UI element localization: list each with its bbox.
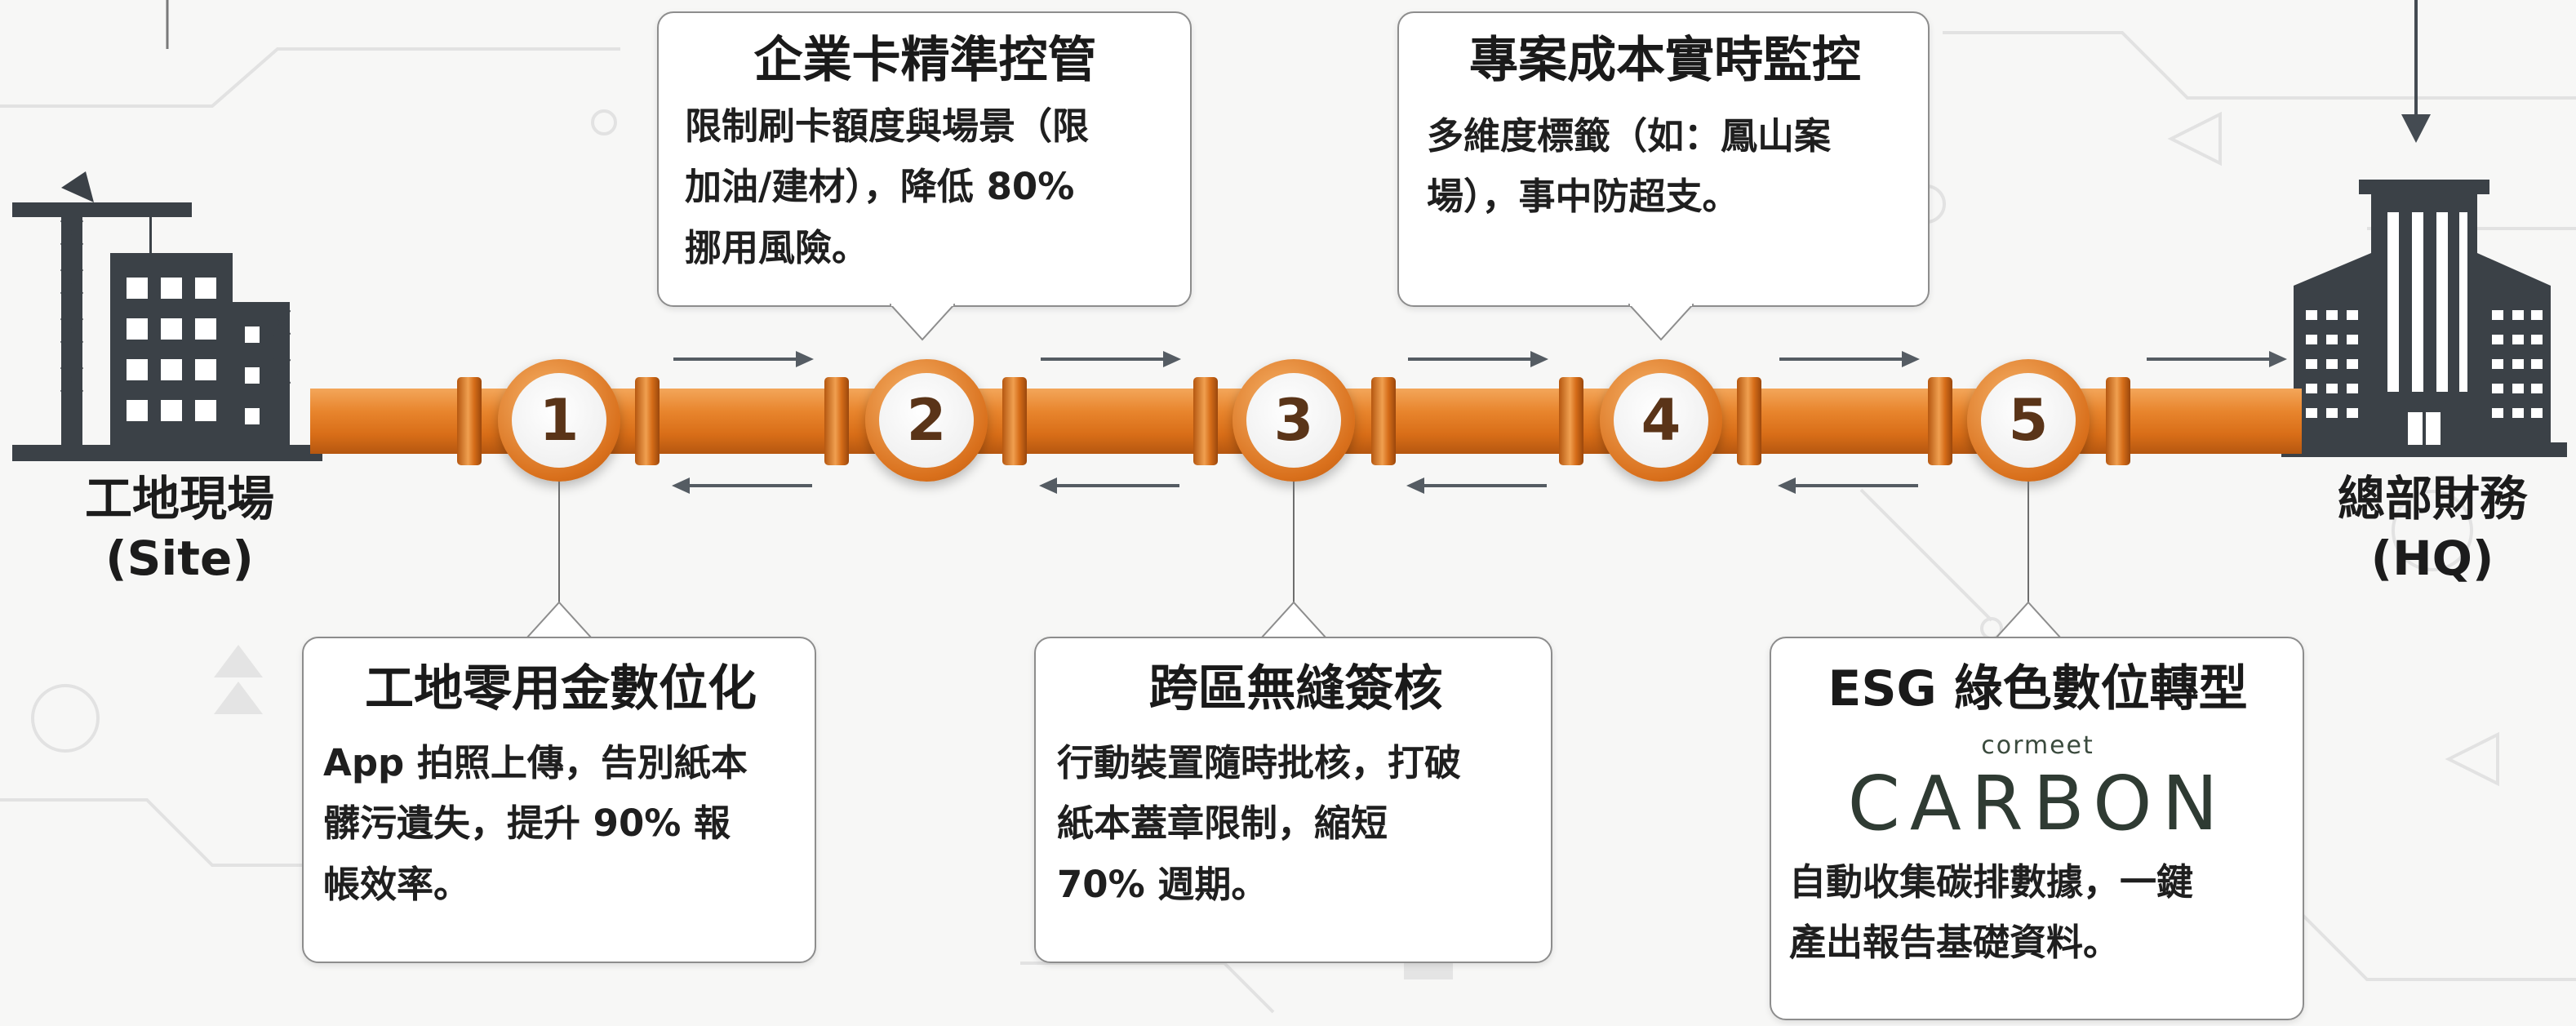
card-line: 限制刷卡額度與場景（限 <box>685 104 1090 148</box>
card-pointer <box>526 601 592 639</box>
connector-line <box>1293 482 1295 604</box>
card-line: 紙本蓋章限制，縮短 <box>1057 802 1388 846</box>
step-2-node: 2 <box>865 359 988 482</box>
card-title: ESG 綠色數位轉型 <box>1828 660 2248 717</box>
card-line: 加油/建材），降低 80% <box>685 165 1075 209</box>
connector-line <box>2027 482 2029 604</box>
pipe-flange <box>1002 377 1027 465</box>
card-line: 多維度標籤（如：鳳山案 <box>1427 114 1832 158</box>
flow-arrow-right <box>1779 351 1920 367</box>
card-title: 工地零用金數位化 <box>365 660 757 717</box>
flow-arrow-left <box>672 477 812 494</box>
pipe-flange <box>1559 377 1583 465</box>
card-description: 自動收集碳排數據，一鍵 產出報告基礎資料。 <box>1789 852 2286 974</box>
card-title: 企業卡精準控管 <box>753 32 1097 89</box>
connector-line <box>558 482 560 604</box>
card-line: 產出報告基礎資料。 <box>1789 921 2121 965</box>
flow-arrow-left <box>1039 477 1179 494</box>
step-4-node: 4 <box>1600 359 1722 482</box>
card-line: 行動裝置隨時批核，打破 <box>1057 741 1462 784</box>
hq-label: 總部財務 (HQ) <box>2302 469 2563 588</box>
step-2-card: 企業卡精準控管 限制刷卡額度與場景（限 加油/建材），降低 80% 挪用風險。 <box>657 11 1192 307</box>
step-1-node: 1 <box>498 359 620 482</box>
step-3-node: 3 <box>1232 359 1355 482</box>
step-1-card: 工地零用金數位化 App 拍照上傳，告別紙本 髒污遺失，提升 90% 報 帳效率… <box>302 637 816 963</box>
carbon-logo: cormeet CARBON <box>1789 731 2286 847</box>
hq-code: (HQ) <box>2370 530 2494 586</box>
step-4-card: 專案成本實時監控 多維度標籤（如：鳳山案 場），事中防超支。 <box>1397 11 1930 307</box>
incoming-arrow <box>2401 0 2431 143</box>
step-number: 1 <box>512 373 606 468</box>
card-line: 場），事中防超支。 <box>1427 175 1739 219</box>
pipe-flange <box>2106 377 2130 465</box>
flow-arrow-right <box>1408 351 1548 367</box>
headquarters-building-icon <box>2281 180 2567 457</box>
top-left-line <box>166 0 169 49</box>
pipe-flange <box>824 377 849 465</box>
step-number: 4 <box>1614 373 1708 468</box>
pipe-flange <box>457 377 482 465</box>
pipe-flange <box>1928 377 1952 465</box>
card-description: 多維度標籤（如：鳳山案 場），事中防超支。 <box>1427 106 1903 228</box>
pipe-flange <box>1193 377 1218 465</box>
card-title: 跨區無縫簽核 <box>1148 660 1443 717</box>
flow-arrow-left <box>1406 477 1547 494</box>
flow-arrow-right <box>2147 351 2287 367</box>
card-title: 專案成本實時監控 <box>1469 32 1861 89</box>
site-name: 工地現場 <box>84 471 274 526</box>
flow-arrow-right <box>1041 351 1181 367</box>
card-description: App 拍照上傳，告別紙本 髒污遺失，提升 90% 報 帳效率。 <box>323 733 798 915</box>
step-5-node: 5 <box>1967 359 2090 482</box>
site-code: (Site) <box>105 530 254 586</box>
pipe-flange <box>1737 377 1761 465</box>
carbon-logo-small: cormeet <box>1981 731 2094 760</box>
card-pointer <box>1628 304 1694 341</box>
flow-arrow-right <box>673 351 814 367</box>
hq-name: 總部財務 <box>2337 471 2527 526</box>
step-5-card: ESG 綠色數位轉型 cormeet CARBON 自動收集碳排數據，一鍵 產出… <box>1770 637 2304 1020</box>
carbon-logo-text: CARBON <box>1847 760 2228 847</box>
step-3-card: 跨區無縫簽核 行動裝置隨時批核，打破 紙本蓋章限制，縮短 70% 週期。 <box>1034 637 1552 963</box>
pipe-flange <box>1371 377 1396 465</box>
site-label: 工地現場 (Site) <box>49 469 310 588</box>
step-number: 2 <box>879 373 974 468</box>
card-description: 行動裝置隨時批核，打破 紙本蓋章限制，縮短 70% 週期。 <box>1057 733 1534 915</box>
card-line: App 拍照上傳，告別紙本 <box>323 741 748 784</box>
card-pointer <box>1996 601 2061 639</box>
card-pointer <box>1261 601 1326 639</box>
card-line: 髒污遺失，提升 90% 報 <box>323 802 731 846</box>
pipe-flange <box>635 377 660 465</box>
step-number: 3 <box>1246 373 1341 468</box>
card-line: 帳效率。 <box>323 862 471 906</box>
card-line: 挪用風險。 <box>685 225 869 269</box>
construction-site-icon <box>12 171 322 461</box>
card-pointer <box>890 304 955 341</box>
card-description: 限制刷卡額度與場景（限 加油/建材），降低 80% 挪用風險。 <box>685 96 1166 278</box>
card-line: 自動收集碳排數據，一鍵 <box>1789 860 2194 904</box>
flow-arrow-left <box>1778 477 1918 494</box>
step-number: 5 <box>1981 373 2076 468</box>
card-line: 70% 週期。 <box>1057 862 1268 906</box>
